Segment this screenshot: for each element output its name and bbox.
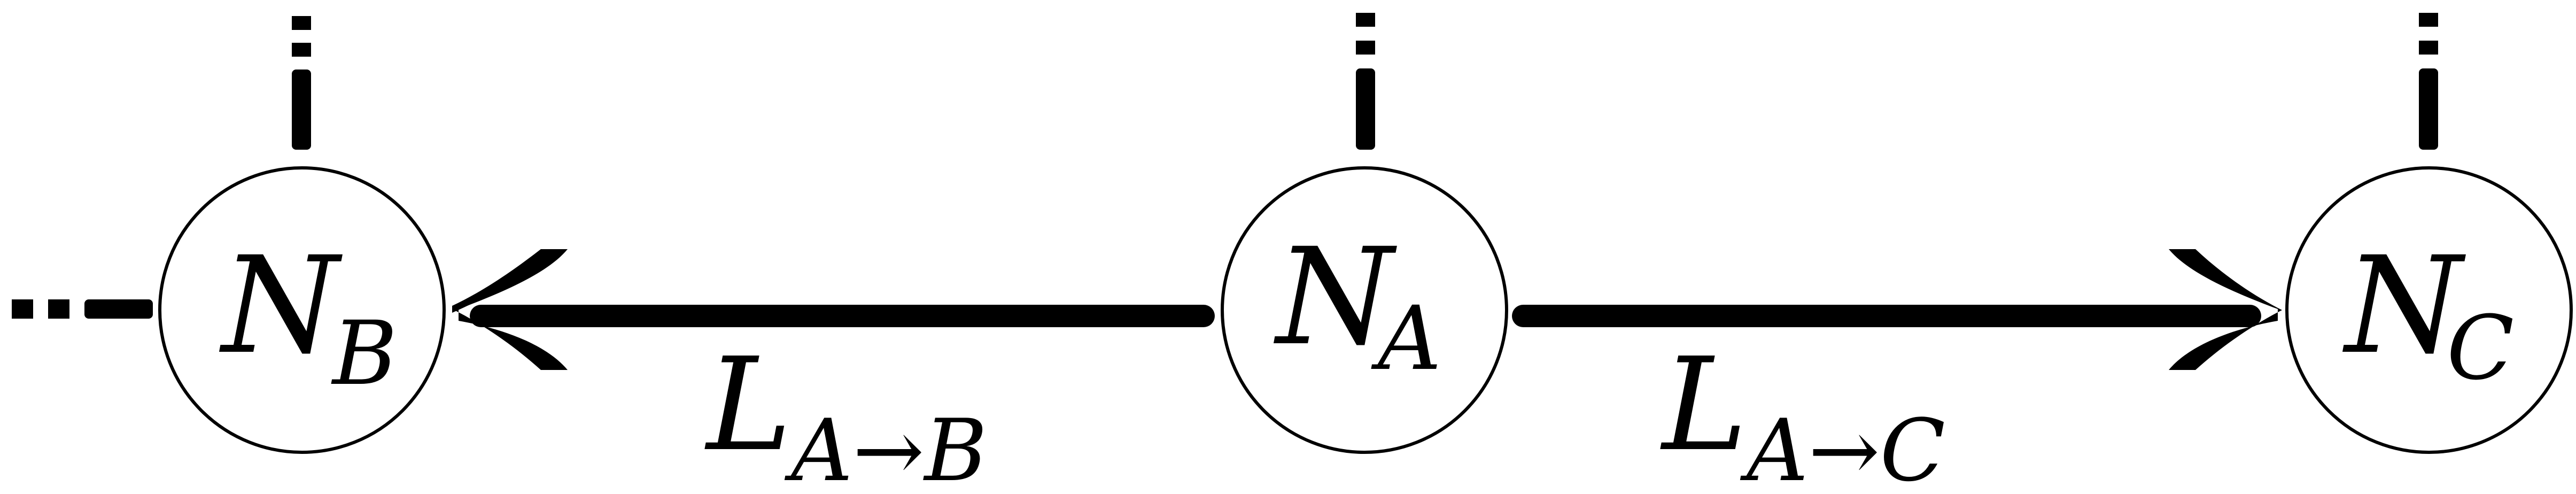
stub-dot (2419, 41, 2438, 55)
edge-label-subscript: A→B (784, 400, 987, 494)
edge-label-subscript: A→C (1740, 400, 1945, 494)
edge-label-a-to-c: L A→C (1660, 330, 1945, 494)
node-b-subscript: B (331, 302, 397, 405)
edge-label-from: A (784, 400, 853, 494)
node-circle (1221, 166, 1508, 454)
edge-label-from: A (1740, 400, 1809, 494)
stub-above-node-c (2419, 13, 2438, 150)
stub-dot (1356, 13, 1375, 27)
node-circle (158, 166, 446, 454)
stub-bar (292, 70, 311, 150)
stub-above-node-a (1356, 13, 1375, 150)
node-b-symbol: N (219, 228, 343, 383)
stub-dot (1356, 41, 1375, 55)
stub-dot (292, 43, 311, 57)
edge-label-a-to-b: L A→B (704, 330, 987, 494)
stub-dot (48, 299, 69, 319)
stub-bar (84, 299, 153, 319)
node-c-symbol: N (2342, 228, 2466, 383)
stub-dot (292, 16, 311, 30)
edge-label-symbol: L (704, 330, 792, 480)
edge-a-to-b (452, 249, 1215, 370)
stub-dot (2419, 13, 2438, 27)
stub-above-node-b (292, 16, 311, 150)
edge-label-to: C (1880, 400, 1945, 494)
edge-label-symbol: L (1660, 330, 1747, 480)
edge-a-to-c (1512, 249, 2282, 370)
node-circle (2285, 166, 2573, 454)
stub-bar (1356, 68, 1375, 150)
node-b: N B (158, 166, 446, 454)
edge-label-to: B (923, 400, 988, 494)
node-a-symbol: N (1274, 219, 1397, 375)
edge-label-arrow: → (853, 400, 925, 494)
stub-dot (12, 299, 33, 319)
edge-label-arrow: → (1809, 400, 1880, 494)
node-c-subscript: C (2447, 297, 2514, 399)
stub-bar (2419, 68, 2438, 150)
stub-left-of-node-b (12, 299, 153, 319)
node-c: N C (2285, 166, 2573, 454)
node-a: N A (1221, 166, 1508, 454)
node-a-subscript: A (1371, 287, 1441, 390)
